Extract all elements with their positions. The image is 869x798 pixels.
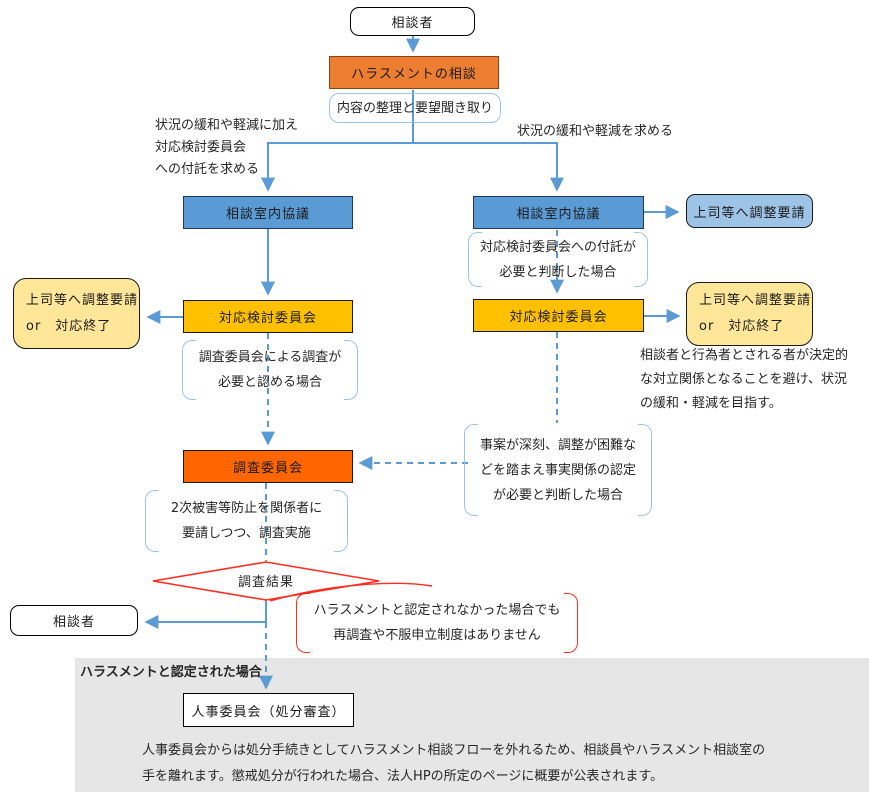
- label-line: 状況の緩和や軽減に加え: [155, 118, 299, 133]
- bracket-right-icon: [344, 340, 358, 400]
- note-line: 相談者と行為者とされる者が決定的: [640, 348, 849, 363]
- note-goal: 相談者と行為者とされる者が決定的 な対立関係となることを避け、状況 の緩和・軽減…: [640, 344, 848, 416]
- callout-line: 必要と判断した場合: [499, 264, 617, 280]
- callout-referral-needed: 対応検討委員会への付託が 必要と判断した場合: [468, 232, 648, 287]
- bracket-left-icon: [468, 232, 482, 287]
- node-supervisor-request: 上司等へ調整要請: [686, 194, 813, 228]
- node-line: or 対応終了: [699, 319, 785, 334]
- callout-line: 再調査や不服申立制度はありません: [333, 628, 541, 643]
- red-callout-leader: [269, 582, 433, 602]
- label-branch-right: 状況の緩和や軽減を求める: [517, 124, 674, 139]
- node-supervisor-or-end-right: 上司等へ調整要請 or 対応終了: [686, 282, 813, 346]
- node-investigation-committee: 調査委員会: [183, 450, 353, 483]
- node-response-committee-left: 対応検討委員会: [183, 300, 353, 333]
- decision-diamond-label: 調査結果: [237, 575, 294, 590]
- node-consultant-top: 相談者: [350, 7, 475, 36]
- callout-intake: 内容の整理と要望聞き取り: [329, 93, 501, 123]
- callout-secondary-prevention: 2次被害等防止を関係者に 要請しつつ、調査実施: [145, 490, 348, 552]
- callout-line: 事案が深刻、調整が困難な: [479, 437, 636, 453]
- label-branch-left: 状況の緩和や軽減に加え 対応検討委員会 への付託を求める: [155, 115, 298, 181]
- node-room-discussion-left: 相談室内協議: [183, 196, 353, 229]
- callout-line: どを踏まえ事実関係の認定: [479, 462, 636, 478]
- callout-line: 調査委員会による調査が: [198, 350, 342, 365]
- label-line: への付託を求める: [155, 162, 260, 177]
- node-line: or 対応終了: [26, 318, 112, 334]
- callout-line: ハラスメントと認定されなかった場合でも: [313, 603, 561, 618]
- recognized-body: 人事委員会からは処分手続きとしてハラスメント相談フローを外れるため、相談員やハラ…: [142, 738, 765, 790]
- bracket-right-icon: [638, 424, 652, 516]
- node-harassment-consultation: ハラスメントの相談: [329, 56, 499, 89]
- bracket-left-icon: [464, 424, 478, 516]
- body-line: 人事委員会からは処分手続きとしてハラスメント相談フローを外れるため、相談員やハラ…: [142, 743, 766, 758]
- node-supervisor-or-end-left: 上司等へ調整要請 or 対応終了: [13, 278, 140, 349]
- node-consultant-bottom: 相談者: [10, 605, 138, 636]
- callout-line: 2次被害等防止を関係者に: [170, 501, 323, 516]
- decision-diamond-shape: [152, 561, 380, 601]
- callout-intake-text: 内容の整理と要望聞き取り: [336, 100, 493, 116]
- node-room-discussion-right: 相談室内協議: [473, 196, 644, 229]
- callout-line: 対応検討委員会への付託が: [479, 239, 636, 255]
- callout-not-recognized: ハラスメントと認定されなかった場合でも 再調査や不服申立制度はありません: [296, 593, 578, 653]
- bracket-right-icon: [634, 232, 648, 287]
- node-line: 上司等へ調整要請: [26, 292, 139, 308]
- callout-serious-case: 事案が深刻、調整が困難な どを踏まえ事実関係の認定 が必要と判断した場合: [464, 424, 652, 516]
- callout-line: が必要と判断した場合: [492, 487, 623, 503]
- bracket-left-icon: [182, 340, 196, 400]
- callout-investigation-needed: 調査委員会による調査が 必要と認める場合: [182, 340, 358, 400]
- callout-line: 必要と認める場合: [217, 375, 322, 390]
- bracket-left-icon: [296, 593, 310, 653]
- node-response-committee-right: 対応検討委員会: [473, 299, 644, 332]
- recognized-title: ハラスメントと認定された場合: [80, 665, 262, 680]
- node-line: 上司等へ調整要請: [699, 293, 812, 308]
- bracket-left-icon: [145, 490, 159, 552]
- bracket-right-icon: [564, 593, 578, 653]
- callout-line: 要請しつつ、調査実施: [182, 526, 311, 541]
- node-hr-committee: 人事委員会（処分審査）: [183, 693, 354, 727]
- label-line: 対応検討委員会: [155, 140, 247, 155]
- note-line: の緩和・軽減を目指す。: [640, 396, 782, 411]
- body-line: 手を離れます。懲戒処分が行われた場合、法人HPの所定のページに概要が公表されます…: [142, 769, 664, 784]
- bracket-right-icon: [334, 490, 348, 552]
- note-line: な対立関係となることを避け、状況: [640, 372, 847, 387]
